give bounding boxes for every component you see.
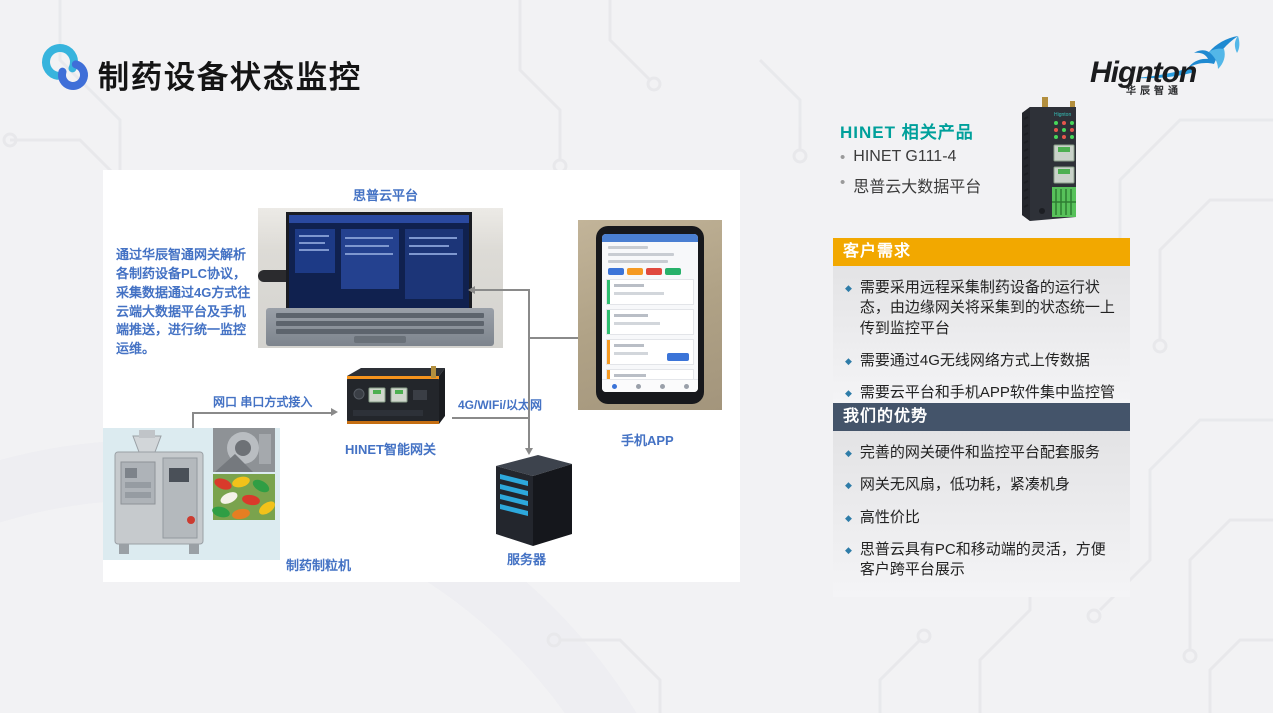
customer-needs-panel: 客户需求 ◆ 需要采用远程采集制药设备的运行状态，由边缘网关将采集到的状态统一上…: [833, 238, 1130, 421]
connector-gateway-junction: [452, 417, 530, 419]
connector-machine-drop: [192, 412, 194, 428]
diamond-bullet-icon: ◆: [845, 283, 852, 293]
diamond-bullet-icon: ◆: [845, 480, 852, 491]
advantage-item: ◆ 完善的网关硬件和监控平台配套服务: [841, 443, 1120, 463]
product-item-label: 思普云大数据平台: [853, 179, 982, 196]
cable: [258, 270, 292, 282]
related-products: HINET 相关产品 • HINET G111-4 • 思普云大数据平台: [840, 118, 1020, 197]
need-item: ◆ 需要通过4G无线网络方式上传数据: [841, 351, 1120, 371]
diamond-bullet-icon: ◆: [845, 544, 852, 555]
svg-text:华辰智通: 华辰智通: [1126, 84, 1182, 97]
advantage-item: ◆ 高性价比: [841, 508, 1120, 528]
capsule-machine: [103, 428, 280, 560]
phone-app-label: 手机APP: [621, 433, 674, 448]
connector-junction-vertical: [528, 289, 530, 449]
cloud-platform-label: 思普云平台: [353, 188, 419, 203]
product-item: • 思普云大数据平台: [840, 173, 1020, 197]
arrowhead-to-laptop: [468, 286, 475, 294]
diamond-bullet-icon: ◆: [845, 388, 852, 398]
needs-body: ◆ 需要采用远程采集制药设备的运行状态，由边缘网关将采集到的状态统一上传到监控平…: [833, 266, 1130, 421]
need-text: 需要通过4G无线网络方式上传数据: [859, 351, 1090, 369]
bullet-dot-icon: •: [840, 149, 846, 166]
link-left-label: 网口 串口方式接入: [213, 395, 313, 409]
advantage-text: 高性价比: [859, 508, 920, 526]
phone-photo: [578, 220, 722, 410]
gateway-label: HINET智能网关: [345, 442, 437, 457]
advantage-item: ◆ 思普云具有PC和移动端的灵活，方便客户跨平台展示: [841, 540, 1120, 581]
product-item-label: HINET G111-4: [853, 148, 957, 165]
server-label: 服务器: [507, 552, 547, 567]
connector-machine-gateway: [192, 412, 333, 414]
advantages-header: 我们的优势: [833, 403, 1130, 431]
diamond-bullet-icon: ◆: [845, 355, 852, 366]
gateway-photo: [333, 366, 453, 432]
hignton-logo: Hignton 华辰智通: [1088, 32, 1248, 98]
arrowhead-to-server: [525, 448, 533, 455]
products-heading: HINET 相关产品: [840, 123, 974, 142]
advantages-body: ◆ 完善的网关硬件和监控平台配套服务 ◆ 网关无风扇，低功耗，紧凑机身 ◆ 高性…: [833, 431, 1130, 597]
diagram-note: 通过华辰智通网关解析各制药设备PLC协议，采集数据通过4G方式往云端大数据平台及…: [116, 247, 251, 357]
connector-to-laptop: [475, 289, 530, 291]
page-title: 制药设备状态监控: [98, 60, 362, 95]
arrowhead-to-gateway: [331, 408, 338, 416]
advantages-panel: 我们的优势 ◆ 完善的网关硬件和监控平台配套服务 ◆ 网关无风扇，低功耗，紧凑机…: [833, 403, 1130, 597]
needs-header: 客户需求: [833, 238, 1130, 266]
product-item: • HINET G111-4: [840, 148, 1020, 168]
need-item: ◆ 需要采用远程采集制药设备的运行状态，由边缘网关将采集到的状态统一上传到监控平…: [841, 278, 1120, 339]
machine-photo: [103, 428, 280, 560]
phone-body: [596, 226, 704, 404]
machine-label: 制药制粒机: [286, 558, 352, 573]
laptop-keyboard: [266, 308, 494, 346]
advantage-text: 完善的网关硬件和监控平台配套服务: [859, 444, 1100, 461]
advantage-item: ◆ 网关无风扇，低功耗，紧凑机身: [841, 475, 1120, 495]
diamond-bullet-icon: ◆: [845, 512, 852, 523]
need-text: 需要采用远程采集制药设备的运行状态，由边缘网关将采集到的状态统一上传到监控平台: [859, 279, 1115, 337]
phone-screen: [602, 234, 698, 392]
svg-text:Hignton: Hignton: [1054, 112, 1071, 118]
bullet-dot-icon: •: [840, 174, 846, 191]
advantage-text: 网关无风扇，低功耗，紧凑机身: [859, 476, 1070, 494]
gateway-product-photo: Hignton: [1012, 97, 1086, 223]
antelope-icon: Hignton 华辰智通: [1090, 36, 1240, 97]
server-graphic: [488, 450, 574, 548]
gateway-device: [347, 366, 445, 424]
link-right-label: 4G/WIFi/以太网: [458, 398, 543, 412]
laptop-photo: [258, 208, 503, 348]
svg-text:Hignton: Hignton: [1090, 56, 1197, 89]
connector-to-phone: [528, 337, 578, 339]
architecture-diagram: 思普云平台 通过华辰智通网关解析各制药设备PLC协议，采集数据通过4G方式往云端…: [103, 170, 740, 582]
laptop-screen: [286, 212, 472, 311]
chain-links-icon: [42, 44, 88, 90]
advantage-text: 思普云具有PC和移动端的灵活，方便客户跨平台展示: [859, 540, 1106, 578]
diamond-bullet-icon: ◆: [845, 448, 852, 458]
